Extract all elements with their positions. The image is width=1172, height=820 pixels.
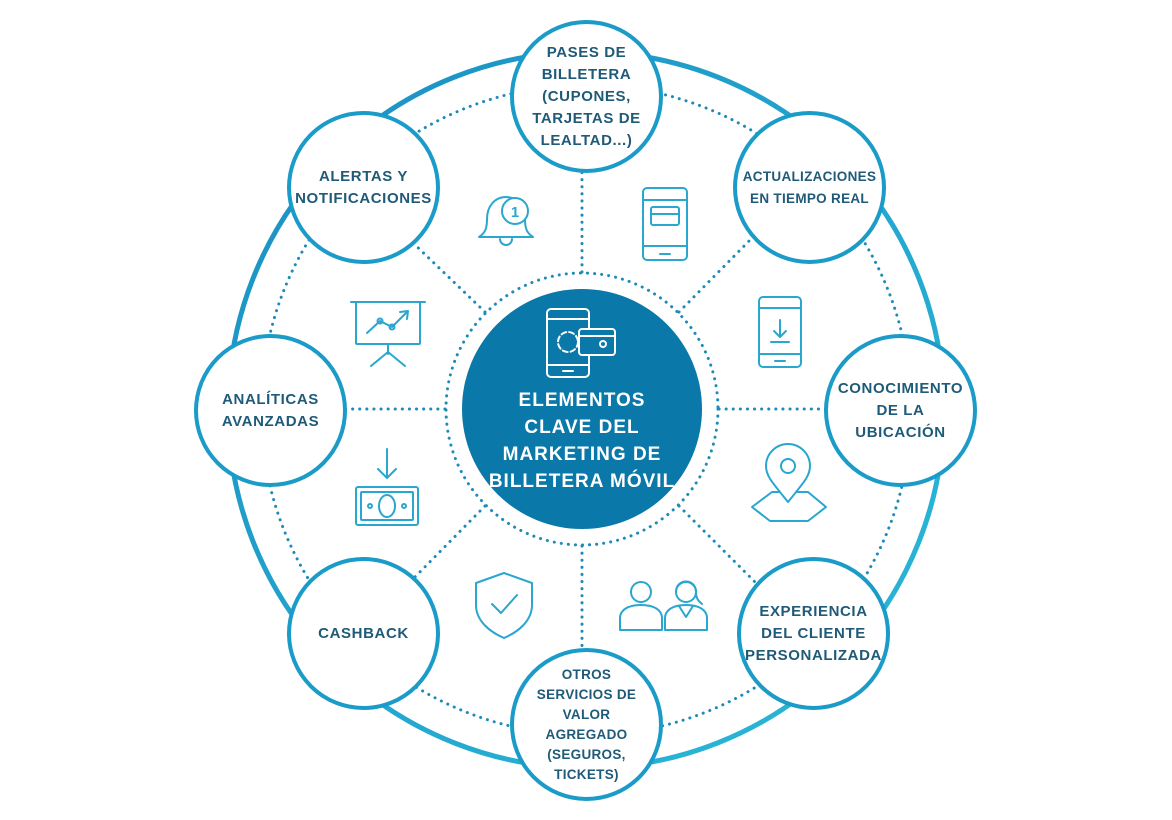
node-pases-de-billetera: PASES DE BILLETERA (CUPONES, TARJETAS DE… [510, 20, 663, 173]
people-icon [619, 580, 708, 631]
phone-card-icon [642, 187, 688, 261]
spoke-top-left [408, 238, 487, 314]
node-alertas-notificaciones: ALERTAS Y NOTIFICACIONES [287, 111, 440, 264]
spoke-bottom-left [410, 504, 487, 582]
node-experiencia-cliente: EXPERIENCIA DEL CLIENTE PERSONALIZADA [737, 557, 890, 710]
chart-presentation-icon [350, 301, 426, 367]
spoke-bottom-right [677, 504, 757, 584]
shield-check-icon [475, 572, 533, 639]
node-analiticas-avanzadas: ANALÍTICAS AVANZADAS [194, 334, 347, 487]
center-node: ELEMENTOS CLAVE DEL MARKETING DE BILLETE… [462, 289, 702, 529]
node-cashback: CASHBACK [287, 557, 440, 710]
node-label: CONOCIMIENTO DE LA UBICACIÓN [837, 379, 964, 441]
node-actualizaciones: ACTUALIZACIONES EN TIEMPO REAL [733, 111, 886, 264]
money-download-icon [355, 448, 419, 526]
node-label: EXPERIENCIA DEL CLIENTE PERSONALIZADA [745, 602, 882, 664]
wallet-phone-icon [546, 308, 616, 378]
map-pin-icon [751, 443, 827, 522]
node-label: OTROS SERVICIOS DE VALOR AGREGADO (SEGUR… [536, 666, 637, 782]
node-label: PASES DE BILLETERA (CUPONES, TARJETAS DE… [532, 43, 641, 149]
spoke-top-right [677, 236, 754, 314]
bell-notification-icon [478, 196, 534, 246]
node-label: ACTUALIZACIONES EN TIEMPO REAL [742, 168, 877, 206]
node-label: CASHBACK [318, 624, 409, 642]
spokes [338, 148, 828, 662]
node-label: ANALÍTICAS AVANZADAS [221, 390, 320, 430]
phone-download-icon [758, 296, 802, 368]
node-conocimiento-ubicacion: CONOCIMIENTO DE LA UBICACIÓN [824, 334, 977, 487]
center-title: ELEMENTOS CLAVE DEL MARKETING DE BILLETE… [488, 390, 676, 492]
node-otros-servicios: OTROS SERVICIOS DE VALOR AGREGADO (SEGUR… [510, 648, 663, 801]
node-label: ALERTAS Y NOTIFICACIONES [295, 167, 432, 207]
bell-badge-count: 1 [511, 204, 519, 221]
